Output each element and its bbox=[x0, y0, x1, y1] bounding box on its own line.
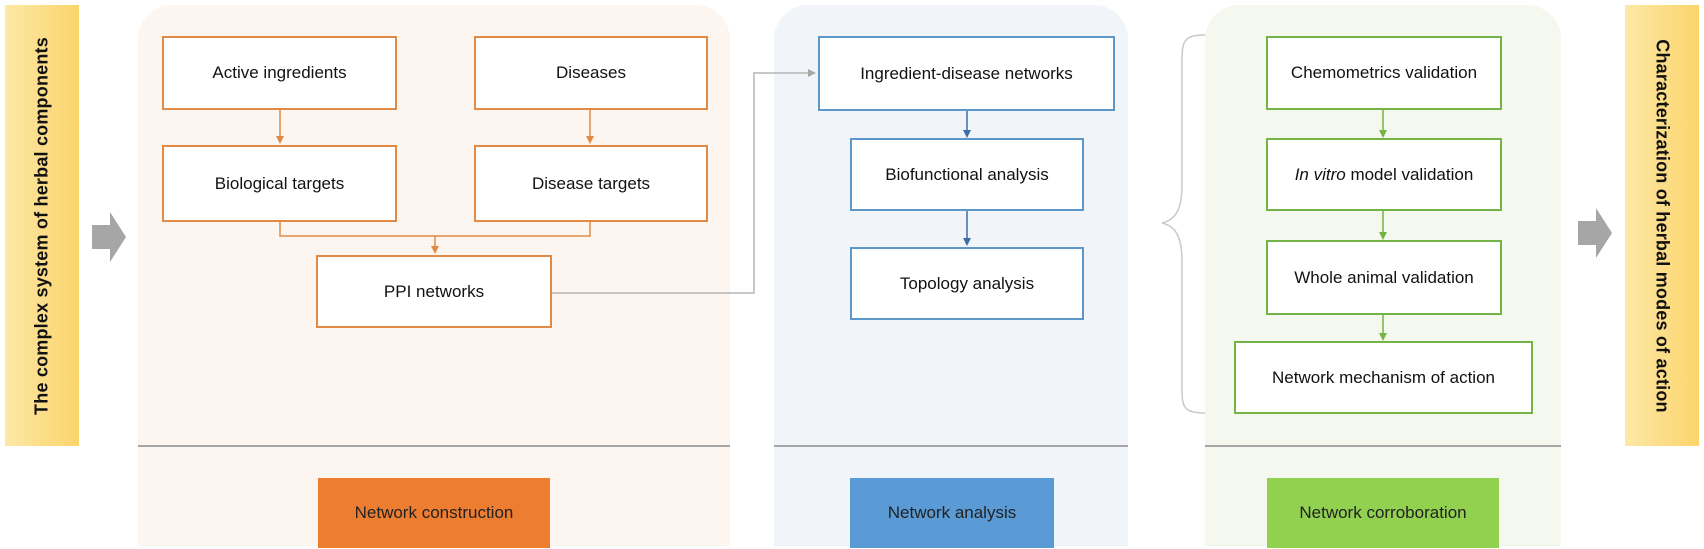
active-ingredients-box: Active ingredients bbox=[162, 36, 397, 110]
in-vitro-suffix-label: model validation bbox=[1345, 164, 1474, 184]
diseases-box: Diseases bbox=[474, 36, 708, 110]
left-input-banner: The complex system of herbal components bbox=[5, 5, 79, 446]
in-vitro-validation-box: In vitro model validation bbox=[1266, 138, 1502, 211]
panel-divider bbox=[774, 445, 1128, 447]
output-arrow-icon bbox=[1578, 208, 1612, 258]
in-vitro-italic-label: In vitro bbox=[1294, 164, 1346, 184]
curly-brace-icon bbox=[1161, 34, 1206, 414]
topology-analysis-box: Topology analysis bbox=[850, 247, 1084, 320]
disease-targets-box: Disease targets bbox=[474, 145, 708, 222]
panel-divider bbox=[1205, 445, 1561, 447]
left-banner-text: The complex system of herbal components bbox=[31, 36, 52, 415]
network-construction-tag: Network construction bbox=[318, 478, 550, 548]
biofunctional-analysis-box: Biofunctional analysis bbox=[850, 138, 1084, 211]
network-corroboration-tag: Network corroboration bbox=[1267, 478, 1499, 548]
right-banner-text: Characterization of herbal modes of acti… bbox=[1652, 38, 1673, 413]
biological-targets-box: Biological targets bbox=[162, 145, 397, 222]
whole-animal-validation-box: Whole animal validation bbox=[1266, 240, 1502, 315]
ppi-networks-box: PPI networks bbox=[316, 255, 552, 328]
ingredient-disease-networks-box: Ingredient-disease networks bbox=[818, 36, 1115, 111]
input-arrow-icon bbox=[92, 212, 126, 262]
network-analysis-tag: Network analysis bbox=[850, 478, 1054, 548]
network-mechanism-box: Network mechanism of action bbox=[1234, 341, 1533, 414]
panel-divider bbox=[138, 445, 730, 447]
chemometrics-validation-box: Chemometrics validation bbox=[1266, 36, 1502, 110]
right-output-banner: Characterization of herbal modes of acti… bbox=[1625, 5, 1699, 446]
